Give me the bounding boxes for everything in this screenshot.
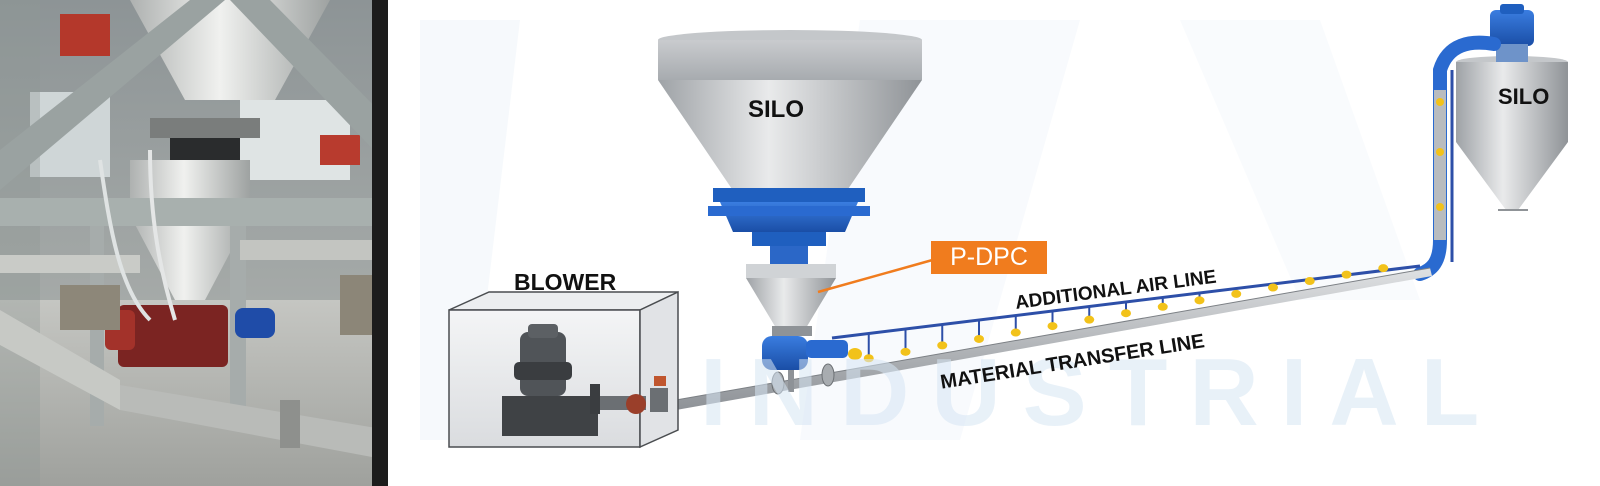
nozzle	[1304, 277, 1315, 286]
nozzle	[1341, 270, 1352, 279]
nozzle	[1231, 289, 1242, 298]
nozzle	[1378, 264, 1389, 273]
injection-nozzles	[863, 264, 1389, 363]
material-transfer-pipe	[675, 267, 1432, 410]
vertical-riser	[1413, 35, 1501, 281]
nozzle	[863, 354, 874, 363]
nozzle	[1121, 309, 1131, 318]
nozzle	[1157, 302, 1168, 311]
nozzle	[1268, 283, 1278, 292]
pipe-flanges	[771, 363, 835, 395]
pdpc-vessel	[746, 264, 862, 370]
nozzle	[1047, 322, 1058, 331]
blower-label: BLOWER	[514, 269, 617, 295]
nozzle	[974, 334, 984, 343]
installation-photo	[0, 0, 388, 486]
pdpc-callout: P-DPC	[931, 241, 1047, 274]
nozzle	[1194, 296, 1205, 305]
left-silo	[658, 30, 922, 266]
pdpc-leader-line	[817, 257, 937, 294]
watermark-text: INDUSTRIAL	[700, 339, 1502, 446]
right-silo-label: SILO	[1498, 84, 1550, 109]
blower-unit	[448, 290, 679, 449]
nozzle	[1010, 328, 1021, 337]
right-silo	[1456, 4, 1568, 211]
left-silo-label: SILO	[748, 96, 805, 123]
nozzle	[1084, 315, 1095, 324]
nozzle	[937, 341, 948, 350]
conveying-diagram	[420, 4, 1568, 449]
nozzle	[900, 347, 911, 356]
